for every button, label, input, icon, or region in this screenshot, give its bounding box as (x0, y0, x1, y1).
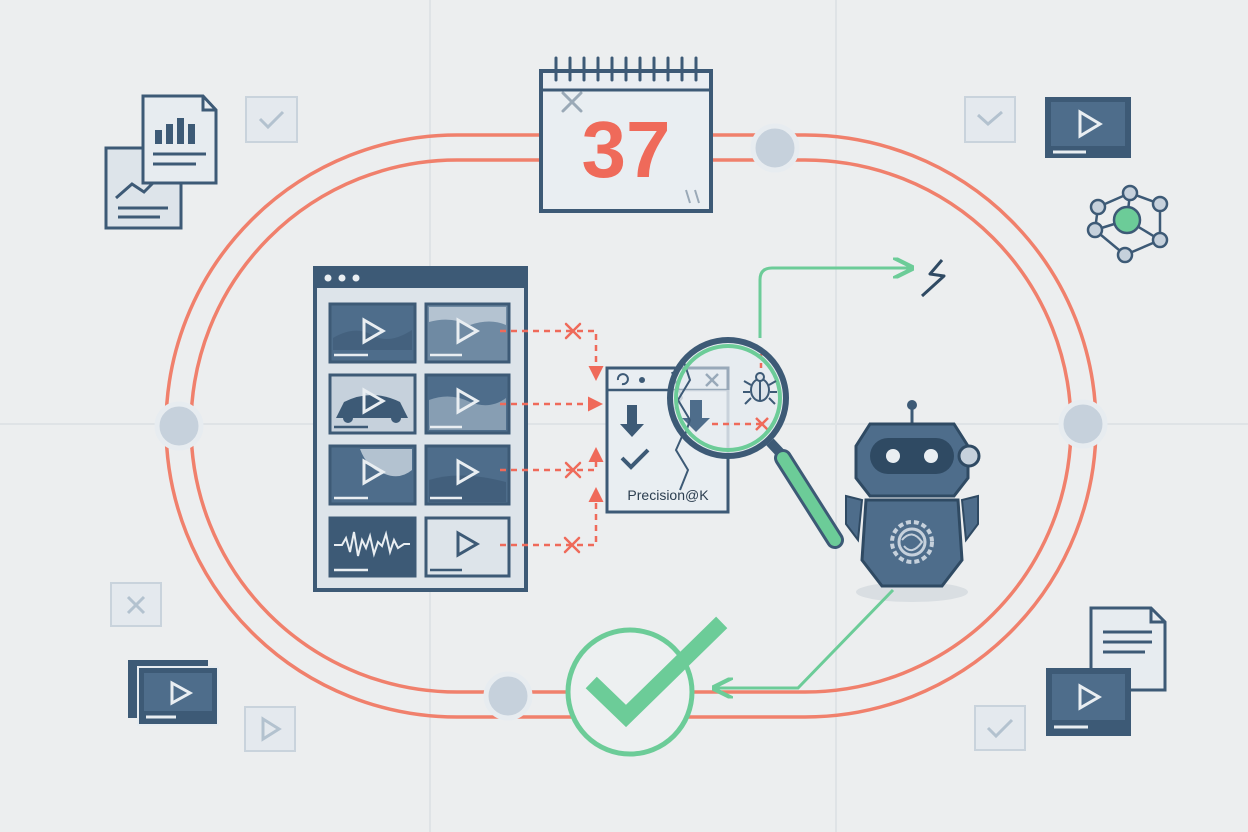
video-player-icon (1045, 97, 1131, 158)
loop-node[interactable] (1058, 399, 1108, 449)
gear-icon (890, 520, 934, 564)
chevron-down-icon (964, 96, 1016, 143)
close-icon (755, 417, 769, 431)
precision-metric-label: Precision@K (627, 487, 709, 503)
video-player-icon (1046, 668, 1131, 736)
loop-node[interactable] (750, 123, 800, 173)
lightning-icon (920, 259, 946, 298)
video-thumbnail[interactable] (328, 373, 417, 435)
video-thumbnail[interactable] (328, 444, 417, 506)
rejected-connectors (500, 329, 604, 547)
green-return-arrow (716, 588, 895, 688)
check-icon (245, 96, 298, 143)
close-icon (563, 322, 582, 554)
video-thumbnail[interactable] (424, 373, 511, 435)
video-thumbnail[interactable] (328, 302, 417, 364)
play-icon (244, 706, 296, 752)
audio-waveform-thumbnail[interactable] (328, 516, 417, 578)
report-document-icon (141, 94, 218, 185)
bug-icon (743, 372, 777, 405)
loop-node[interactable] (154, 401, 204, 451)
checkmark-circle-icon (565, 616, 728, 757)
green-flow-arrow (758, 268, 910, 338)
video-thumbnail[interactable] (424, 444, 511, 506)
robot-icon[interactable] (845, 400, 981, 602)
calendar-icon (539, 56, 713, 213)
video-thumbnail[interactable] (424, 302, 511, 364)
close-icon (561, 91, 583, 113)
network-graph-icon (1086, 184, 1169, 264)
check-icon (974, 705, 1026, 751)
check-icon (620, 448, 650, 470)
video-thumbnail[interactable] (424, 516, 511, 578)
close-icon (110, 582, 162, 627)
download-arrow-icon (620, 405, 644, 437)
video-player-icon (128, 660, 219, 726)
loop-node[interactable] (483, 671, 533, 721)
calendar-day-number: 37 (582, 105, 671, 194)
